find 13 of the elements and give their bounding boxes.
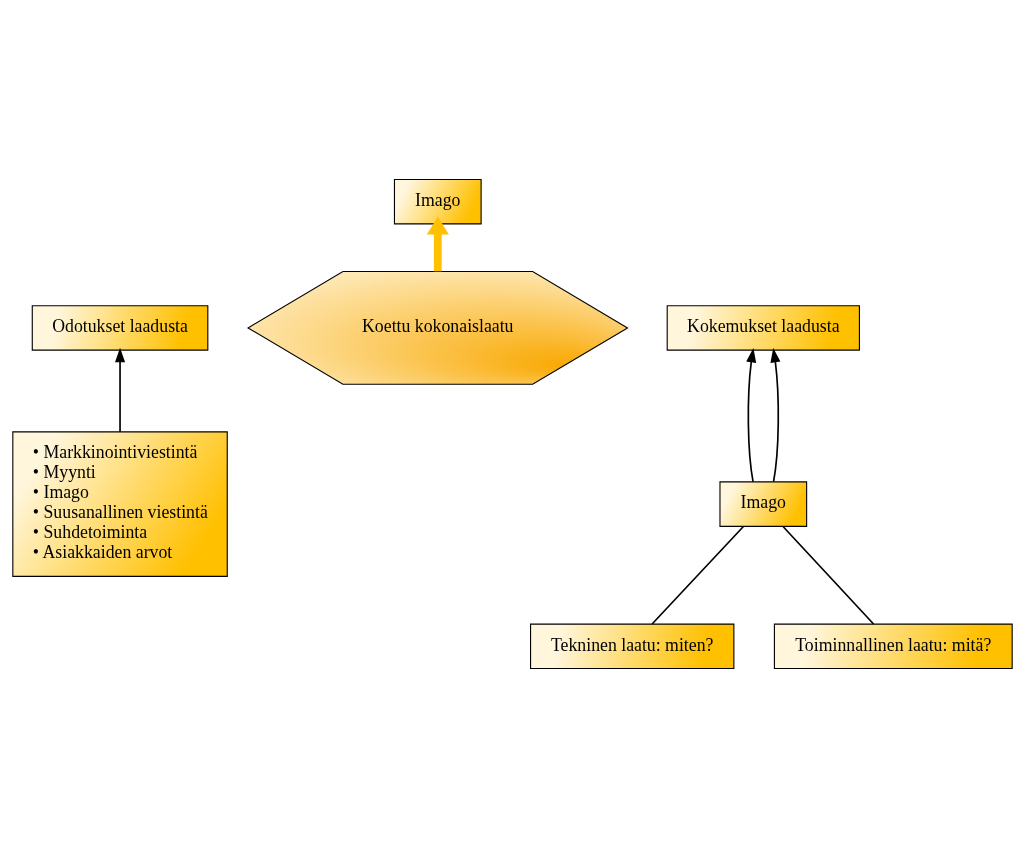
connector bbox=[651, 525, 745, 625]
node-box: Imago bbox=[719, 481, 808, 527]
arrow bbox=[115, 347, 126, 433]
node-box: • Markkinointiviestintä • Myynti • Imago • Suusanallinen viestintä • Suhdetoiminta • Asiakkaiden arvot bbox=[12, 431, 228, 577]
node-box: Tekninen laatu: miten? bbox=[530, 623, 735, 670]
node-box: Kokemukset laadusta bbox=[666, 305, 860, 351]
arrow bbox=[746, 348, 757, 483]
node-box: Imago bbox=[393, 178, 482, 225]
arrow bbox=[426, 216, 449, 272]
node-box: Toiminnallinen laatu: mitä? bbox=[773, 623, 1013, 670]
arrow bbox=[770, 348, 781, 483]
node-box: Odotukset laadusta bbox=[31, 305, 209, 351]
connector bbox=[782, 525, 875, 625]
